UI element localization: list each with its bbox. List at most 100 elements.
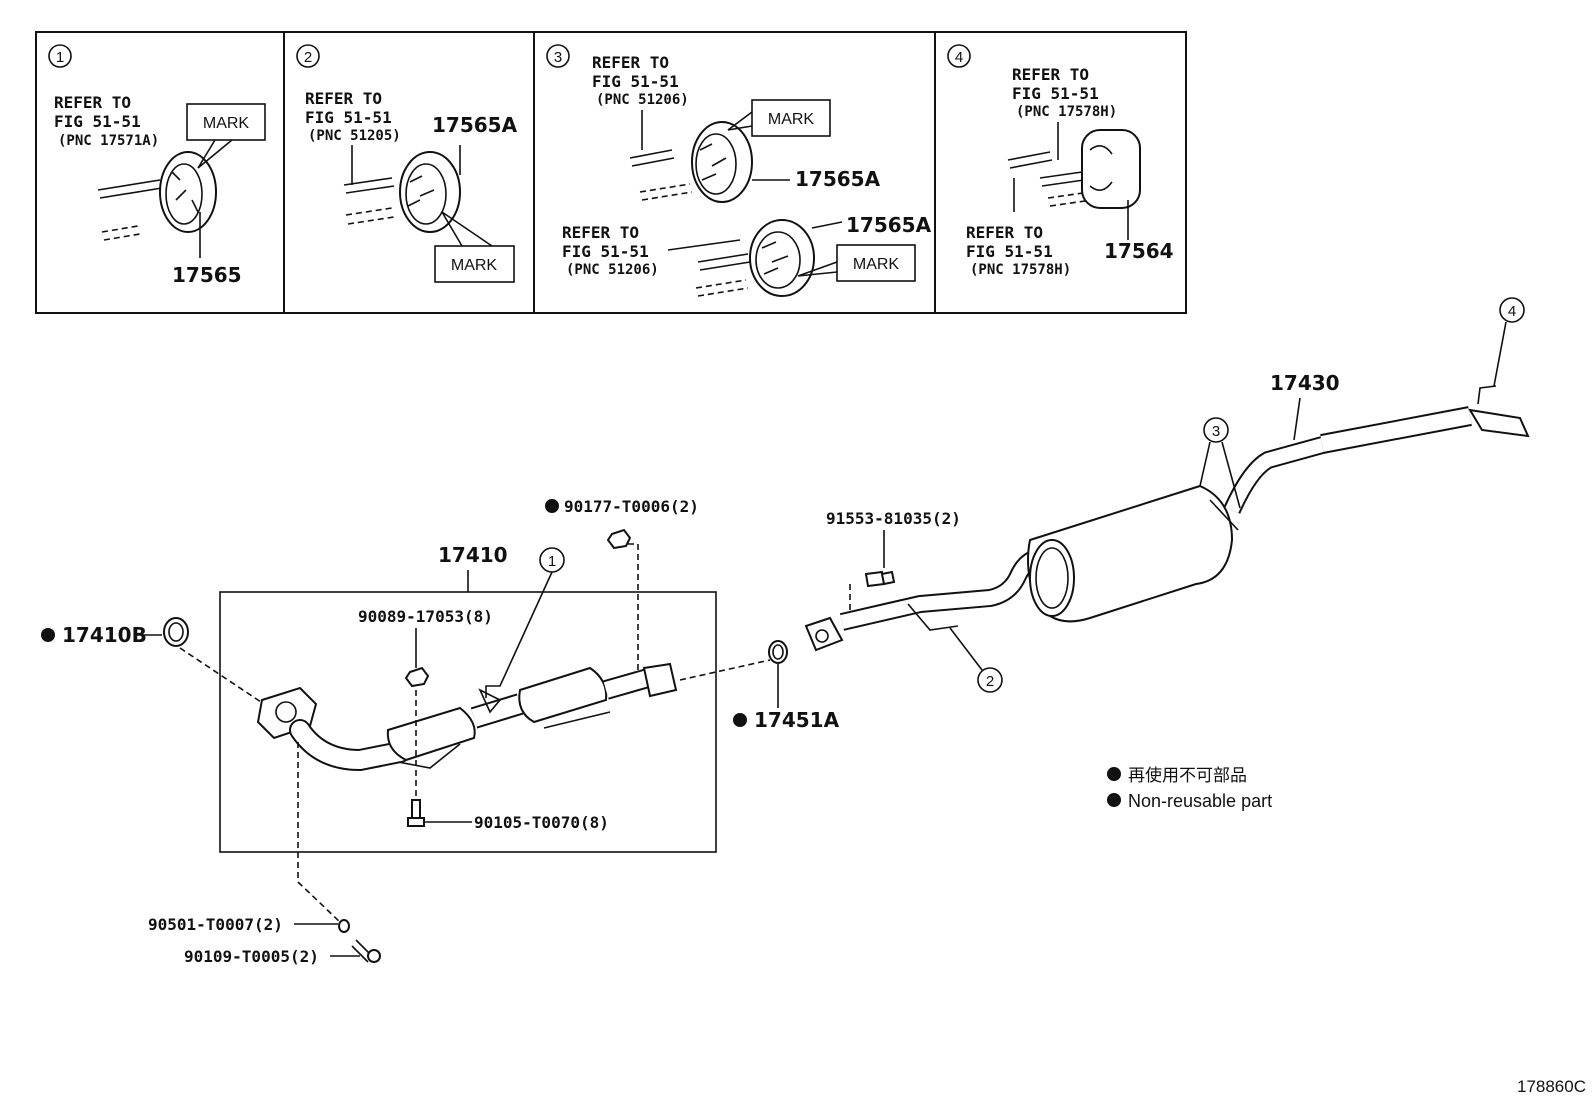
refer-top-line-2: FIG 51-51: [592, 72, 679, 91]
mark-label: MARK: [451, 257, 498, 274]
part-17410B: 17410B: [62, 623, 147, 647]
dashed-guide: [679, 659, 771, 681]
part-90109: 90109-T0005(2): [184, 947, 319, 966]
panel-number-circle: [546, 44, 570, 68]
leader-callout-1: [485, 571, 553, 698]
panel-number: 3: [554, 49, 562, 66]
part-91553: 91553-81035(2): [826, 509, 961, 528]
part-number-top: 17565A: [795, 167, 881, 191]
part-number-bottom: 17565A: [846, 213, 932, 237]
washer-icon: [338, 919, 350, 933]
panel-number-circle: [296, 44, 320, 68]
gasket-17451A-icon: [768, 640, 788, 664]
muffler-tail-pipe-17430: [804, 385, 1530, 652]
leader-callout-4: [1493, 321, 1507, 387]
callout-2-circle: [977, 667, 1003, 693]
panel-frame: [35, 31, 1187, 314]
panel-3: 3 REFER TO FIG 51-51 (PNC 51206) MARK 17…: [546, 44, 932, 297]
leader-callout-3: [1199, 441, 1241, 509]
refer-line-3: (PNC 51205): [308, 128, 401, 144]
refer-bottom-line-2: FIG 51-51: [562, 242, 649, 261]
leader-line-bottom: [811, 221, 843, 229]
main-assembly: 17410 17410B 1: [41, 297, 1530, 966]
part-90501: 90501-T0007(2): [148, 915, 283, 934]
leader-callout-2: [949, 627, 983, 671]
rubber-hanger-icon: [1081, 129, 1141, 209]
part-number: 17565A: [432, 113, 518, 137]
hanger-pin-lines: [97, 179, 163, 241]
mark-pointer: [197, 139, 233, 169]
rubber-hanger-icon-top: [691, 121, 753, 203]
nut-icon: [606, 528, 632, 550]
legend-dot: [1107, 767, 1121, 781]
panel-1: 1 REFER TO FIG 51-51 (PNC 17571A) MARK 1…: [48, 44, 266, 287]
panel-number: 4: [955, 49, 963, 66]
legend-dot: [1107, 793, 1121, 807]
leader-17430: [1293, 397, 1301, 441]
refer-bottom-line-2: FIG 51-51: [966, 242, 1053, 261]
panel-2: 2 REFER TO FIG 51-51 (PNC 51205) 17565A …: [296, 44, 518, 283]
refer-top-line-3: (PNC 17578H): [1016, 104, 1117, 120]
front-pipe-catalytic-converter: [256, 662, 678, 772]
mark-pointer-bottom: [797, 261, 838, 277]
part-number: 17564: [1104, 239, 1174, 263]
mark-label-top: MARK: [768, 111, 815, 128]
panel-number: 1: [56, 49, 64, 66]
part-90089: 90089-17053(8): [358, 607, 493, 626]
mark-pointer-top: [727, 111, 753, 131]
part-90177: 90177-T0006(2): [564, 497, 699, 516]
refer-bottom-line-3: (PNC 17578H): [970, 262, 1071, 278]
mark-label-bottom: MARK: [853, 256, 900, 273]
refer-line-1: REFER TO: [305, 89, 382, 108]
legend: 再使用不可部品 Non-reusable part: [1107, 765, 1272, 811]
refer-line-2: FIG 51-51: [305, 108, 392, 127]
non-reusable-dot: [733, 713, 747, 727]
refer-line-2: FIG 51-51: [54, 112, 141, 131]
refer-bottom-line-1: REFER TO: [966, 223, 1043, 242]
part-17451A: 17451A: [754, 708, 840, 732]
panel-number-circle: [947, 44, 971, 68]
rubber-hanger-icon: [159, 151, 217, 233]
hanger-pin-lines-bottom: [667, 239, 751, 297]
non-reusable-dot: [545, 499, 559, 513]
non-reusable-dot: [41, 628, 55, 642]
spring-bolt-icon: [351, 939, 381, 963]
mark-label: MARK: [203, 115, 250, 132]
nut-icon: [404, 666, 430, 688]
callout-1: 1: [548, 553, 556, 570]
mark-box: [434, 245, 515, 283]
mark-box: [186, 103, 266, 141]
mark-box-top: [751, 99, 831, 137]
mark-pointer: [441, 211, 493, 247]
hanger-pin-lines: [343, 145, 395, 225]
part-number: 17565: [172, 263, 242, 287]
part-17410: 17410: [438, 543, 508, 567]
callout-4: 4: [1508, 303, 1516, 320]
refer-line-1: REFER TO: [54, 93, 131, 112]
rubber-hanger-icon: [399, 151, 461, 233]
refer-top-line-3: (PNC 51206): [596, 92, 689, 108]
hanger-pin-lines-top: [629, 110, 693, 201]
refer-line-3: (PNC 17571A): [58, 133, 159, 149]
refer-top-line-1: REFER TO: [592, 53, 669, 72]
callout-2: 2: [986, 673, 994, 690]
detail-panels: 1 REFER TO FIG 51-51 (PNC 17571A) MARK 1…: [35, 31, 1187, 314]
legend-jp: 再使用不可部品: [1128, 765, 1247, 785]
callout-4-circle: [1499, 297, 1525, 323]
bolt-icon: [407, 799, 425, 827]
refer-top-line-2: FIG 51-51: [1012, 84, 1099, 103]
figure-id: 178860C: [1517, 1077, 1586, 1096]
bolt-icon: [864, 570, 896, 588]
dashed-guide: [179, 647, 271, 709]
panel-number-circle: [48, 44, 72, 68]
dashed-guide: [628, 543, 639, 672]
panel-number: 2: [304, 49, 312, 66]
callout-3: 3: [1212, 423, 1220, 440]
legend-en: Non-reusable part: [1128, 791, 1272, 811]
part-90105: 90105-T0070(8): [474, 813, 609, 832]
refer-top-line-1: REFER TO: [1012, 65, 1089, 84]
callout-3-circle: [1203, 417, 1229, 443]
mark-box-bottom: [836, 244, 916, 282]
refer-bottom-line-1: REFER TO: [562, 223, 639, 242]
